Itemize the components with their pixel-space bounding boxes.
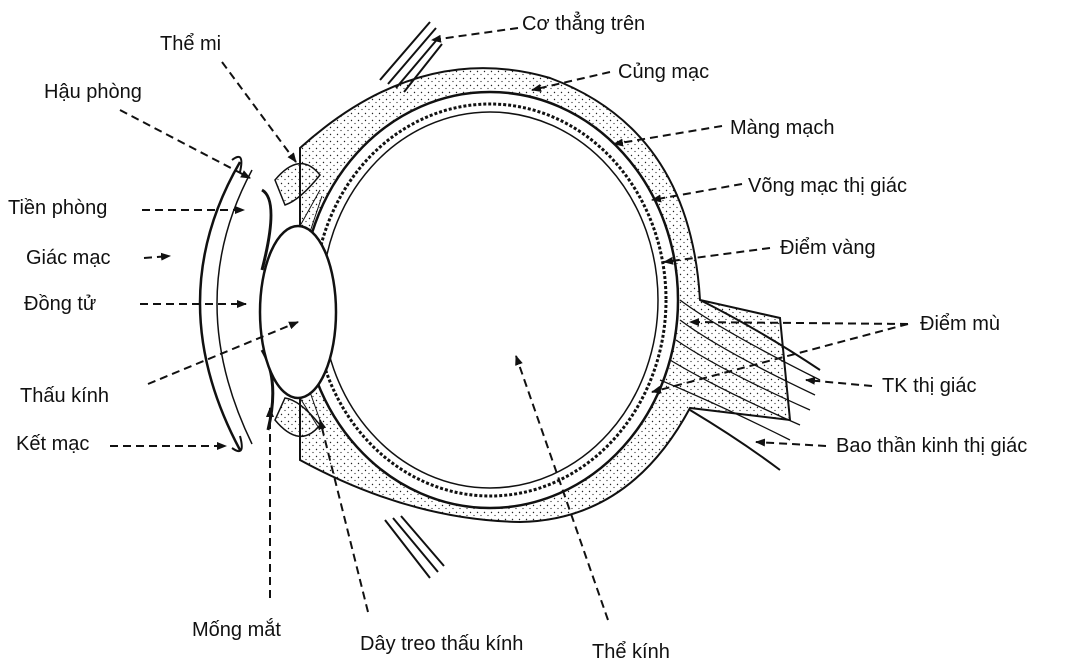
label-tien-phong: Tiền phòng <box>8 196 107 220</box>
inferior-muscle <box>385 516 444 578</box>
label-bao-than-kinh: Bao thần kinh thị giác <box>836 434 1027 458</box>
label-hau-phong: Hậu phòng <box>44 80 142 104</box>
label-vong-mac: Võng mạc thị giác <box>748 174 907 198</box>
leader-tk-thi-giac <box>806 380 872 386</box>
label-mong-mat: Mống mắt <box>192 618 281 642</box>
label-diem-mu: Điểm mù <box>920 312 1000 336</box>
cornea-inner <box>217 170 252 444</box>
label-mang-mach: Màng mạch <box>730 116 835 140</box>
leader-bao-than-kinh <box>756 442 826 446</box>
leader-hau-phong <box>120 110 250 178</box>
leader-the-mi <box>222 62 296 162</box>
cornea <box>200 162 240 450</box>
label-the-mi: Thể mi <box>160 32 221 56</box>
leader-co-thang-tren <box>432 28 518 40</box>
label-giac-mac: Giác mạc <box>26 246 110 270</box>
label-ket-mac: Kết mạc <box>16 432 89 456</box>
label-cung-mac: Củng mạc <box>618 60 709 84</box>
leader-giac-mac <box>144 256 170 258</box>
label-the-kinh: Thể kính <box>592 640 670 664</box>
label-diem-vang: Điểm vàng <box>780 236 876 260</box>
label-dong-tu: Đồng tử <box>24 292 96 316</box>
label-day-treo: Dây treo thấu kính <box>360 632 523 656</box>
label-thau-kinh: Thấu kính <box>20 384 109 408</box>
label-co-thang-tren: Cơ thẳng trên <box>522 12 645 36</box>
vitreous-body <box>302 92 678 508</box>
lens <box>260 226 336 398</box>
label-tk-thi-giac: TK thị giác <box>882 374 976 398</box>
